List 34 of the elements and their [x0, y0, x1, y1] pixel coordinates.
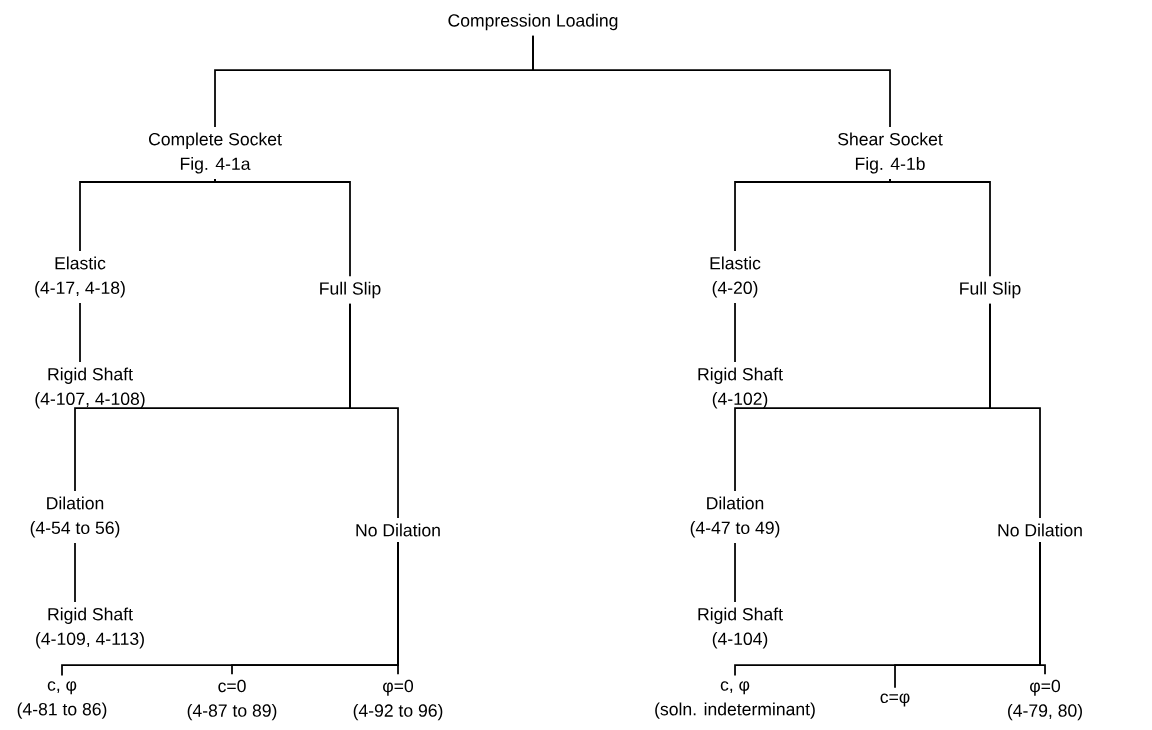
connector-line: [397, 541, 399, 675]
branch-label: c, φ (4-81 to 86): [17, 681, 107, 719]
branch-label: Rigid Shaft (4-107, 4-108): [35, 367, 145, 409]
branch-label: Elastic (4-17, 4-18): [35, 256, 125, 298]
connector-line: [734, 178, 891, 252]
connector-line: [214, 178, 351, 278]
branch-label: Rigid Shaft (4-104): [698, 607, 783, 649]
branch-label: φ=0 (4-92 to 96): [353, 679, 443, 721]
connector-line: [532, 34, 891, 128]
branch-label: Dilation (4-47 to 49): [690, 496, 780, 538]
branch-label: Shear Socket Fig. 4-1b: [838, 132, 943, 174]
branch-label: Compression Loading: [448, 13, 618, 31]
connector-line: [79, 302, 81, 363]
connector-line: [1039, 541, 1046, 675]
branch-label: Complete Socket Fig. 4-1a: [149, 132, 282, 174]
connector-line: [734, 302, 736, 363]
branch-label: Full Slip: [960, 281, 1021, 299]
connector-line: [889, 178, 991, 278]
branch-label: c, φ (soln. indeterminant): [655, 681, 815, 719]
branch-label: Elastic (4-20): [710, 256, 761, 298]
connector-line: [79, 178, 216, 252]
connector-line: [989, 302, 1041, 519]
branch-label: φ=0 (4-79, 80): [1008, 679, 1082, 721]
branch-label: Rigid Shaft (4-109, 4-113): [36, 607, 144, 649]
connector-line: [74, 542, 76, 603]
branch-label: c=0 (4-87 to 89): [187, 679, 277, 721]
branch-label: No Dilation: [998, 523, 1082, 537]
branch-label: No Dilation: [356, 523, 440, 537]
branch-label: Dilation (4-54 to 56): [30, 496, 120, 538]
connector-line: [734, 542, 736, 603]
branch-label: Rigid Shaft (4-102): [698, 367, 783, 409]
branch-label: Full Slip: [320, 281, 381, 299]
connector-line: [349, 302, 399, 519]
branch-label: c=φ: [880, 693, 910, 707]
